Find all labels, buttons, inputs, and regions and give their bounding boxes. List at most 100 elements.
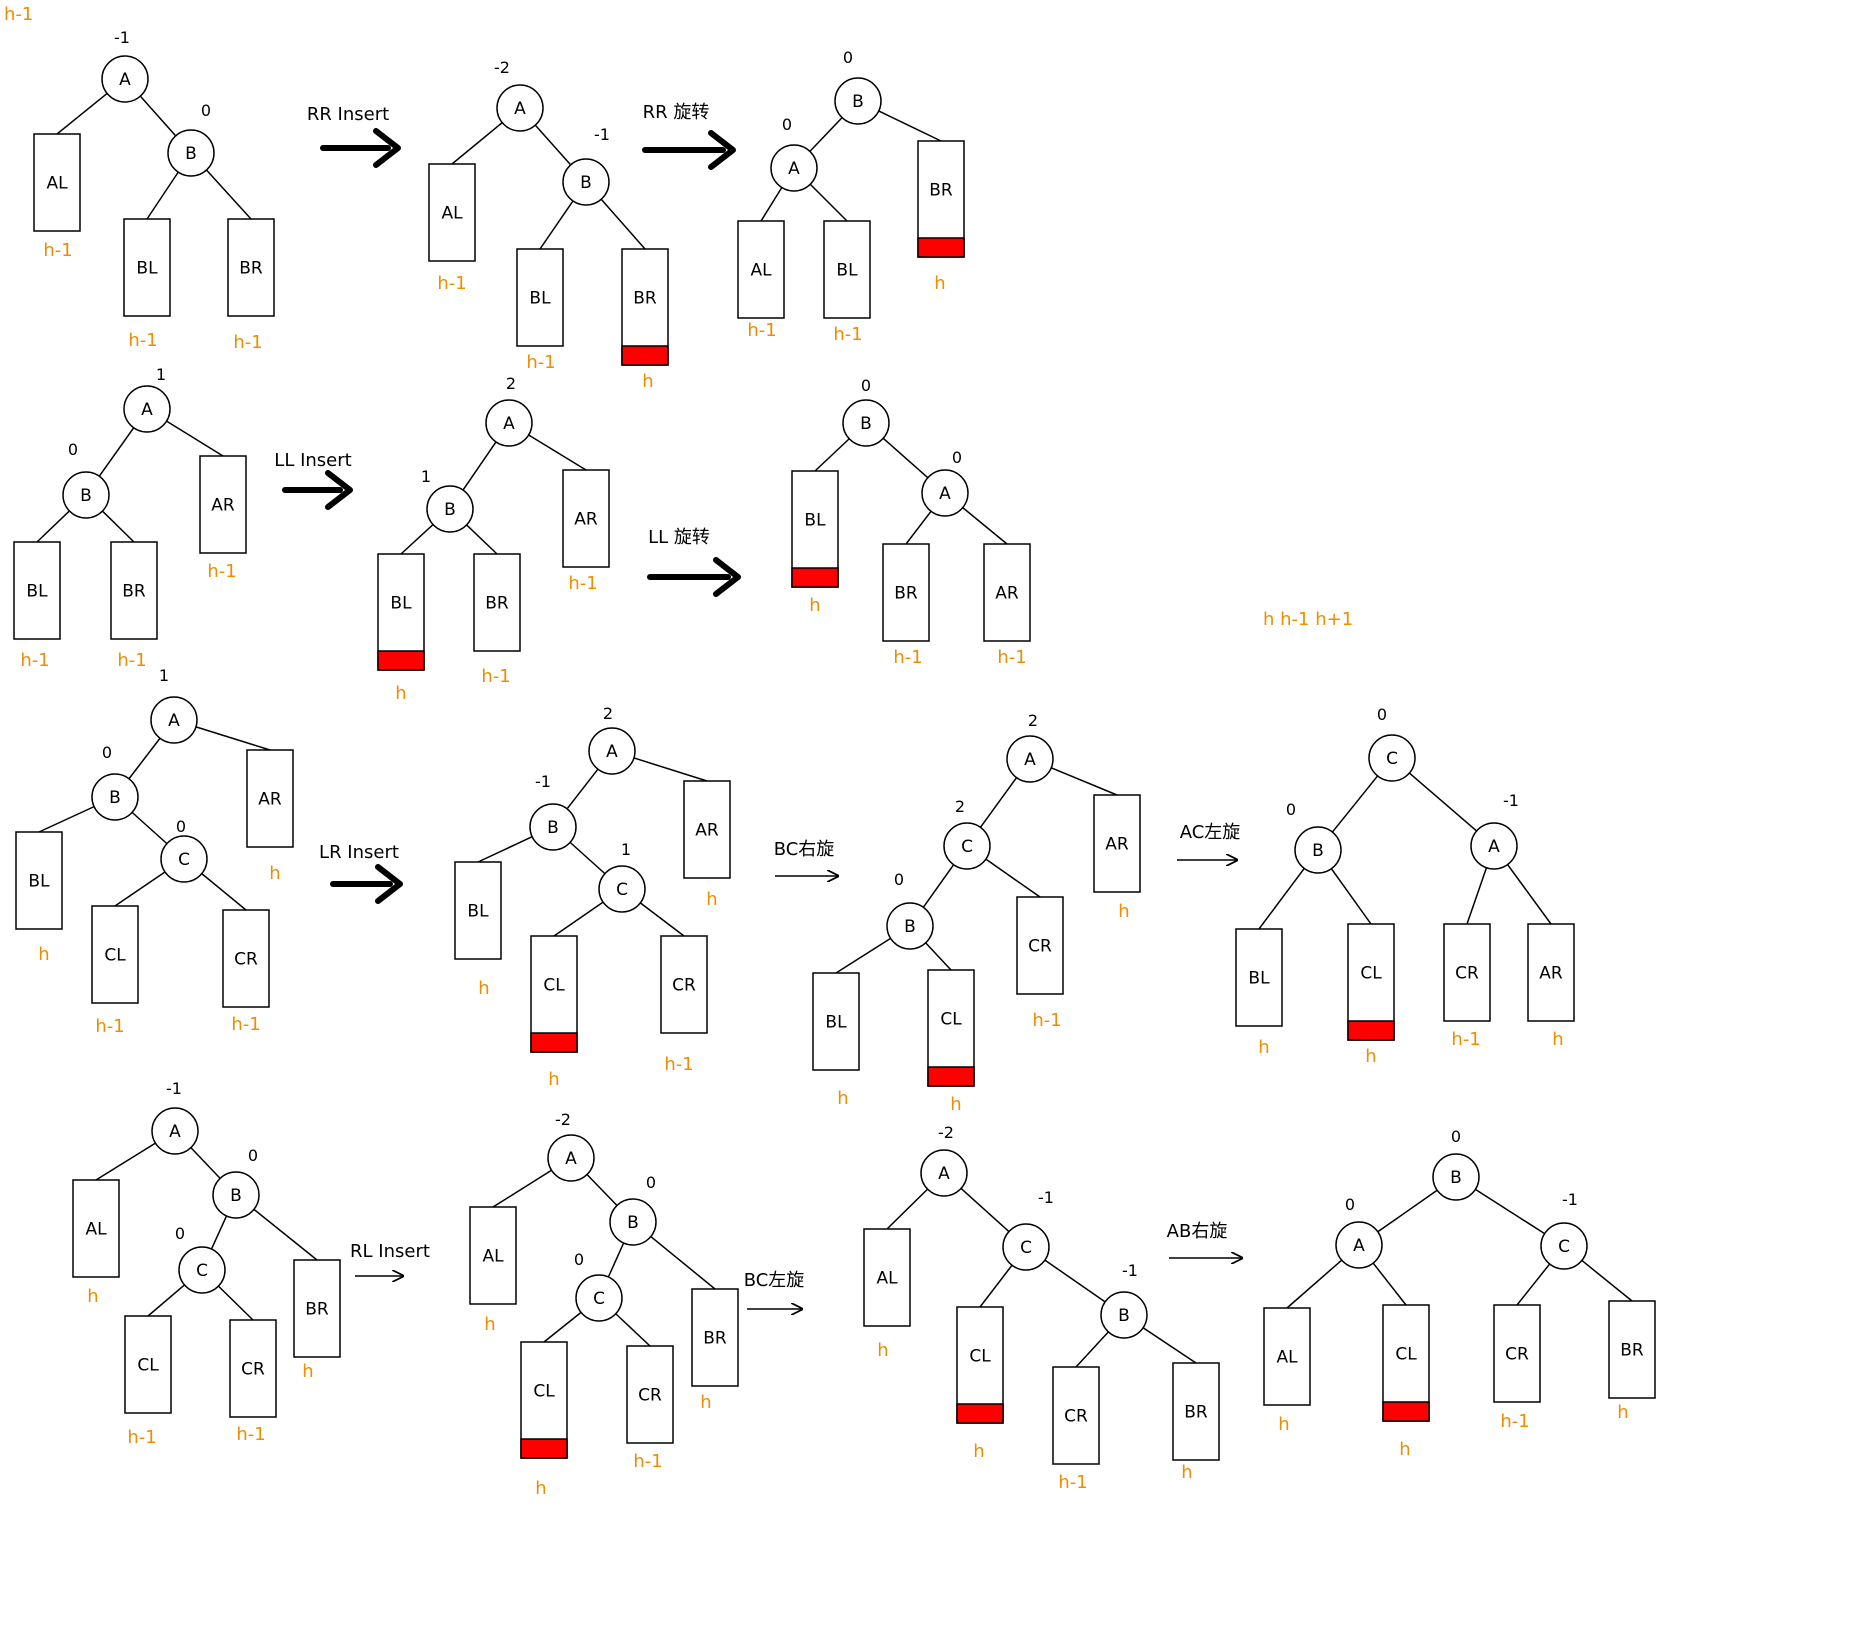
tree-node xyxy=(62,471,110,519)
growth-marker xyxy=(791,567,839,588)
balance-factor: 0 xyxy=(1451,1127,1461,1146)
subtree-label: BL xyxy=(529,289,551,309)
operation-arrow: BC右旋 xyxy=(774,839,838,876)
balance-factor: 0 xyxy=(1286,800,1296,819)
node-letter: B xyxy=(547,818,559,838)
node-letter: A xyxy=(939,484,951,504)
subtree-label: BL xyxy=(467,902,489,922)
subtree-box xyxy=(863,1228,911,1327)
operation-label: LL 旋转 xyxy=(648,527,710,548)
tree-edge xyxy=(600,198,646,250)
tree-edge xyxy=(190,1147,221,1179)
subtree-label: CL xyxy=(104,946,126,966)
subtree-height: h-1 xyxy=(437,273,466,294)
tree-edge xyxy=(1408,772,1478,832)
subtree-box xyxy=(562,469,610,568)
node-letter: C xyxy=(593,1289,605,1309)
subtree-box xyxy=(1263,1307,1311,1406)
tree-edge xyxy=(1142,1327,1197,1364)
subtree-label: BR xyxy=(929,181,953,201)
operation-label: RR 旋转 xyxy=(643,102,710,123)
tree-edge xyxy=(400,524,434,555)
node-letter: C xyxy=(196,1261,208,1281)
subtree-height: h xyxy=(877,1340,888,1361)
balance-factor: -1 xyxy=(594,125,610,144)
tree-edge xyxy=(569,841,606,875)
operation-arrow: BC左旋 xyxy=(744,1270,804,1309)
growth-marker xyxy=(917,237,965,258)
height-note: h h-1 h+1 xyxy=(1263,609,1353,630)
balance-factor: 2 xyxy=(506,374,516,393)
tree-edge xyxy=(477,836,533,863)
tree-edge xyxy=(905,510,932,545)
tree-edge xyxy=(835,937,891,974)
subtree-label: BL xyxy=(390,594,412,614)
subtree-label: AL xyxy=(482,1247,504,1267)
arrow-head xyxy=(373,128,401,168)
tree-edge xyxy=(528,434,587,471)
operation-arrow: RR 旋转 xyxy=(642,102,736,170)
subtree-height: h-1 xyxy=(236,1424,265,1445)
node-letter: C xyxy=(616,880,628,900)
subtree-height: h xyxy=(950,1094,961,1115)
subtree-height: h xyxy=(706,889,717,910)
subtree-box xyxy=(15,831,63,930)
subtree-box xyxy=(823,220,871,319)
subtree-height: h-1 xyxy=(481,666,510,687)
node-letter: A xyxy=(938,1164,950,1184)
subtree-label: AR xyxy=(258,790,282,810)
tree-node xyxy=(547,1134,595,1182)
growth-marker xyxy=(956,1403,1004,1424)
subtree-height: h-1 xyxy=(997,647,1026,668)
tree-node xyxy=(426,485,474,533)
tree-edge xyxy=(878,110,942,142)
tree-edge xyxy=(1330,868,1372,925)
subtree-box xyxy=(1172,1362,1220,1461)
subtree-box xyxy=(72,1179,120,1278)
tree-edge xyxy=(925,942,952,971)
subtree-box xyxy=(1235,928,1283,1027)
subtree-height: h xyxy=(1258,1037,1269,1058)
operation-label: RR Insert xyxy=(307,104,389,125)
subtree-label: AR xyxy=(1105,835,1129,855)
tree-node xyxy=(1100,1291,1148,1339)
balance-factor: -1 xyxy=(1562,1190,1578,1209)
subtree-label: AR xyxy=(695,821,719,841)
arrow-head xyxy=(325,470,353,510)
tree-node xyxy=(921,469,969,517)
node-letter: B xyxy=(852,92,864,112)
node-letter: A xyxy=(119,70,131,90)
subtree-box xyxy=(1608,1300,1656,1399)
subtree-box xyxy=(222,909,270,1008)
subtree-label: BL xyxy=(1248,969,1270,989)
subtree-label: CR xyxy=(241,1360,265,1380)
subtree-label: AR xyxy=(1539,964,1563,984)
growth-marker xyxy=(1347,1020,1395,1041)
subtree-box xyxy=(293,1259,341,1358)
node-letter: A xyxy=(168,711,180,731)
trees-layer: ALh-1BLh-1BRh-1A-1B0ALh-1BLh-1BRhA-2B-1A… xyxy=(13,28,1656,1499)
subtree-label: BL xyxy=(804,511,826,531)
tree-edge xyxy=(201,873,247,911)
subtree-label: BR xyxy=(485,594,509,614)
node-letter: A xyxy=(141,400,153,420)
tree-node xyxy=(178,1246,226,1294)
tree-node xyxy=(598,865,646,913)
subtree-label: CR xyxy=(1505,1345,1529,1365)
subtree-box xyxy=(516,248,564,347)
tree-node xyxy=(842,399,890,447)
tree-node xyxy=(151,1107,199,1155)
subtree-box xyxy=(660,935,708,1034)
subtree-height: h-1 xyxy=(1451,1029,1480,1050)
tree-node xyxy=(150,696,198,744)
subtree-label: AR xyxy=(574,510,598,530)
balance-factor: 0 xyxy=(68,440,78,459)
subtree-height: h-1 xyxy=(127,1427,156,1448)
growth-marker xyxy=(621,345,669,366)
